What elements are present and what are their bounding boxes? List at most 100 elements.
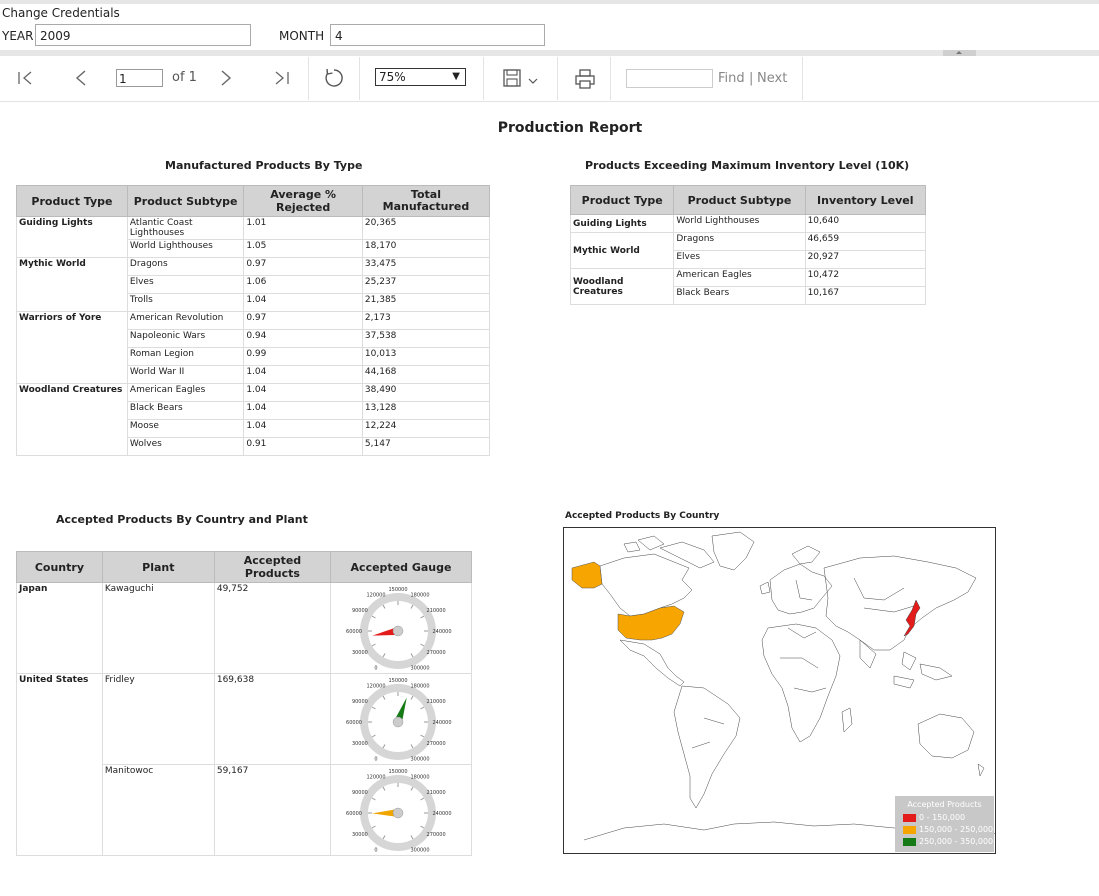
gauge-tick-label: 300000 xyxy=(410,665,429,671)
gauge-tick-label: 60000 xyxy=(346,811,362,817)
refresh-icon[interactable] xyxy=(323,67,345,89)
table-cell: Wolves xyxy=(126,437,245,456)
gauge-tick xyxy=(382,786,386,791)
legend-swatch-green xyxy=(903,837,916,846)
table-cell: Napoleonic Wars xyxy=(126,329,245,348)
table-cell: 1.04 xyxy=(243,401,363,420)
gauge-tick-label: 60000 xyxy=(346,720,362,726)
gauge-tick xyxy=(410,744,414,749)
gauge-tick xyxy=(371,706,376,710)
legend-item-label: 150,000 - 250,000 xyxy=(919,825,994,834)
country-cell: United States xyxy=(16,673,103,856)
table-cell: Dragons xyxy=(126,257,245,276)
inventory-title: Products Exceeding Maximum Inventory Lev… xyxy=(585,159,910,172)
table-cell: 0.91 xyxy=(243,437,363,456)
table-cell: 1.06 xyxy=(243,275,363,294)
accepted-gauge: 0300006000090000120000150000180000210000… xyxy=(346,769,452,853)
column-header: Inventory Level xyxy=(804,185,927,215)
parameter-bar: Change Credentials YEAR 2009 MONTH 4 xyxy=(0,4,1099,50)
table-cell: 10,472 xyxy=(804,268,927,287)
product-type-cell: Guiding Lights xyxy=(16,216,128,258)
report-toolbar: 1 of 1 75%▼ Find | Next xyxy=(0,57,1099,102)
toolbar-separator xyxy=(802,57,803,100)
product-type-cell: Mythic World xyxy=(16,257,128,312)
report-title: Production Report xyxy=(497,120,643,136)
legend-item-label: 0 - 150,000 xyxy=(919,813,966,822)
table-cell: 44,168 xyxy=(361,365,491,384)
table-cell: Black Bears xyxy=(673,286,806,305)
gauge-hub xyxy=(392,625,404,637)
gauge-tick-label: 180000 xyxy=(410,593,429,599)
print-icon[interactable] xyxy=(574,68,596,90)
table-cell: 10,640 xyxy=(804,214,927,233)
table-cell: 20,927 xyxy=(804,250,927,269)
gauge-tick xyxy=(410,695,414,700)
table-cell: 2,173 xyxy=(361,311,491,330)
save-export-icon[interactable] xyxy=(502,68,540,90)
previous-page-icon[interactable] xyxy=(74,69,88,87)
month-input[interactable]: 4 xyxy=(330,24,545,46)
gauge-tick xyxy=(410,604,414,609)
zoom-select[interactable]: 75% ▼ xyxy=(375,68,466,86)
gauge-tick-label: 270000 xyxy=(427,832,446,838)
product-type-cell: Warriors of Yore xyxy=(16,311,128,384)
dropdown-arrow-icon: ▼ xyxy=(452,71,460,82)
gauge-hub xyxy=(392,807,404,819)
toolbar-separator xyxy=(483,57,484,100)
zoom-value: 75% xyxy=(379,70,406,84)
table-cell: Moose xyxy=(126,419,245,438)
gauge-tick xyxy=(371,734,376,738)
column-header: Product Type xyxy=(16,185,128,217)
table-cell: Roman Legion xyxy=(126,347,245,366)
parameter-splitter[interactable] xyxy=(0,50,1099,56)
table-cell: 5,147 xyxy=(361,437,491,456)
gauge-tick xyxy=(420,734,425,738)
accepted-gauge: 0300006000090000120000150000180000210000… xyxy=(346,678,452,762)
gauge-tick-label: 210000 xyxy=(427,608,446,614)
map-title: Accepted Products By Country xyxy=(565,511,720,521)
united-states-region xyxy=(617,605,685,641)
gauge-tick-label: 180000 xyxy=(410,775,429,781)
next-page-icon[interactable] xyxy=(219,69,233,87)
gauge-tick-label: 90000 xyxy=(352,608,368,614)
last-page-icon[interactable] xyxy=(273,70,291,86)
find-next-link[interactable]: Next xyxy=(757,71,788,86)
gauge-tick-label: 90000 xyxy=(352,699,368,705)
table-cell: 46,659 xyxy=(804,232,927,251)
first-page-icon[interactable] xyxy=(17,70,35,86)
year-input[interactable]: 2009 xyxy=(35,24,251,46)
gauge-tick-label: 120000 xyxy=(366,684,385,690)
top-border xyxy=(0,0,1099,4)
accepted-title: Accepted Products By Country and Plant xyxy=(56,513,308,526)
table-cell: American Eagles xyxy=(126,383,245,402)
find-link[interactable]: Find xyxy=(718,71,745,86)
change-credentials-link[interactable]: Change Credentials xyxy=(2,6,120,20)
table-cell: 10,013 xyxy=(361,347,491,366)
page-number-input[interactable]: 1 xyxy=(116,69,163,87)
accepted-value-cell: 59,167 xyxy=(213,764,332,856)
collapse-parameters-button[interactable] xyxy=(943,50,976,56)
column-header: Accepted Gauge xyxy=(330,551,472,583)
find-input[interactable] xyxy=(626,69,713,88)
table-cell: 33,475 xyxy=(361,257,491,276)
table-cell: Black Bears xyxy=(126,401,245,420)
gauge-tick-label: 60000 xyxy=(346,629,362,635)
gauge-tick-label: 180000 xyxy=(410,684,429,690)
accepted-value-cell: 169,638 xyxy=(213,673,332,765)
toolbar-separator xyxy=(308,57,309,100)
plant-cell: Kawaguchi xyxy=(101,582,215,674)
plant-cell: Manitowoc xyxy=(101,764,215,856)
table-cell: 1.04 xyxy=(243,293,363,312)
gauge-tick xyxy=(371,797,376,801)
